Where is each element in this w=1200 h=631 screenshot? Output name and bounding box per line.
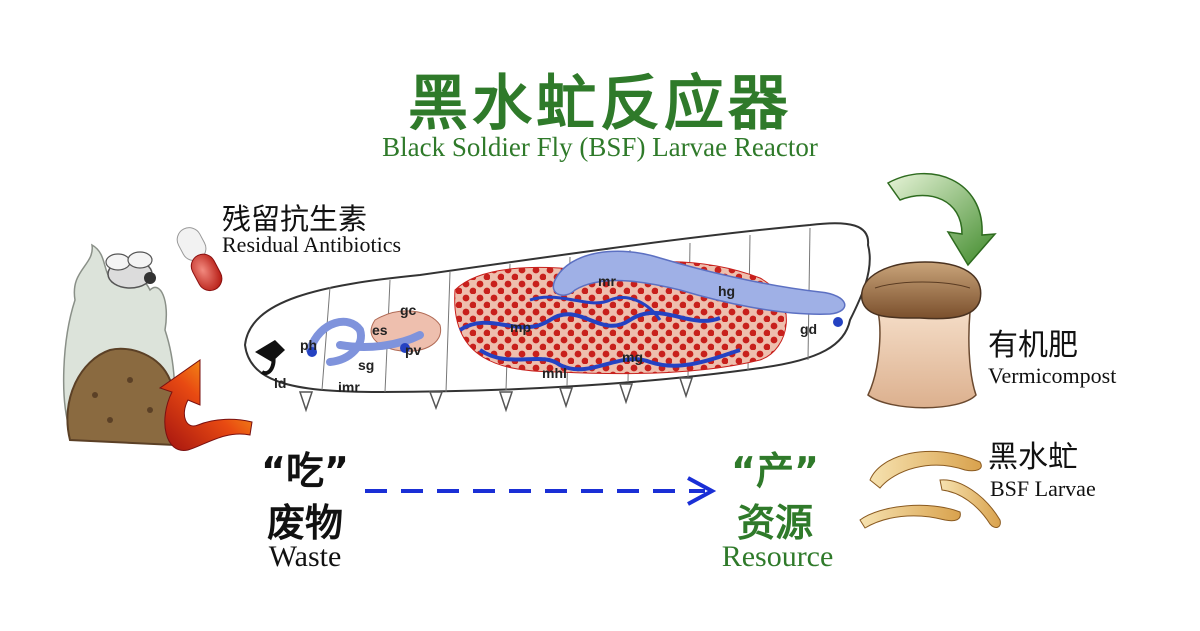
waste-verb: “吃”: [261, 449, 349, 493]
organ-label: gd: [800, 321, 817, 337]
waste-label-en: Waste: [268, 540, 342, 573]
organ-label: es: [372, 322, 388, 338]
vermicompost-icon: [861, 261, 982, 409]
title-chinese: 黑水虻反应器: [408, 69, 792, 139]
resource-label-cn: 资源: [736, 501, 813, 545]
larvae-label-en: BSF Larvae: [990, 476, 1096, 501]
waste-pile-icon: [62, 243, 183, 447]
organ-label: mp: [510, 319, 531, 335]
green-curved-arrow-icon: [886, 172, 997, 267]
larva-reactor-illustration: ph es gc sg pv imr ld mp mhl mr hg mg gd: [243, 222, 871, 413]
vermicompost-label-cn: 有机肥: [988, 328, 1078, 363]
organ-label: mr: [598, 273, 616, 289]
vermicompost-label-en: Vermicompost: [988, 363, 1117, 388]
antibiotics-label-en: Residual Antibiotics: [222, 232, 402, 257]
organ-label: gc: [400, 302, 417, 318]
organ-label: sg: [358, 357, 374, 373]
organ-label: imr: [338, 379, 360, 395]
dashed-arrow-icon: [365, 476, 717, 506]
organ-label: ph: [300, 337, 317, 353]
title-english: Black Soldier Fly (BSF) Larvae Reactor: [382, 132, 818, 162]
waste-label-cn: 废物: [266, 501, 343, 545]
capsule-icon: [176, 227, 223, 292]
curved-arrow-icon: [158, 359, 253, 451]
organ-label: ld: [274, 375, 286, 391]
organ-label: hg: [718, 283, 735, 299]
resource-label-en: Resource: [721, 540, 834, 573]
antibiotics-label-cn: 残留抗生素: [222, 202, 368, 236]
organ-label: mhl: [542, 365, 567, 381]
larvae-icon: [859, 450, 1001, 529]
organ-label: mg: [622, 349, 643, 365]
larvae-label-cn: 黑水虻: [988, 440, 1078, 475]
resource-verb: “产”: [731, 449, 819, 493]
organ-label: pv: [405, 342, 422, 358]
